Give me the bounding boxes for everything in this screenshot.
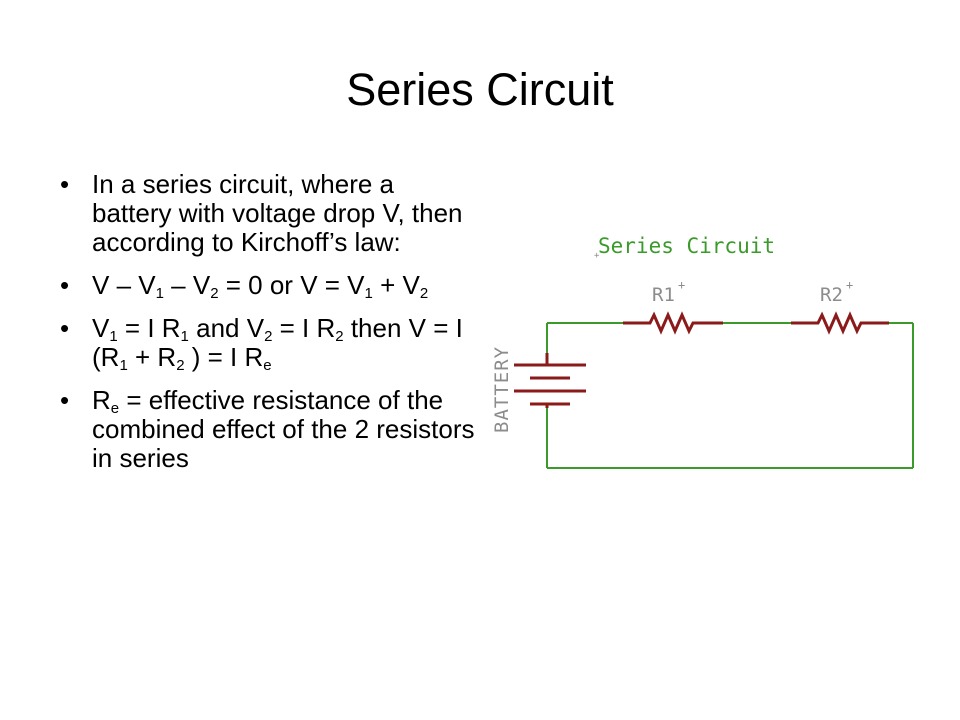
diagram-title: Series Circuit (598, 234, 775, 258)
bullet-text: + V (372, 270, 420, 300)
bullet-dot-icon: • (60, 313, 70, 343)
subscript: e (110, 400, 120, 417)
subscript: 2 (264, 328, 273, 345)
bullet-item: •V – V1 – V2 = 0 or V = V1 + V2 (60, 270, 480, 302)
bullet-text: In a series circuit, where a battery wit… (92, 169, 463, 257)
bullet-text: – V (163, 270, 211, 300)
battery-label: BATTERY (491, 346, 513, 433)
bullet-text: = 0 or V = V (218, 270, 365, 300)
subscript: 1 (180, 328, 189, 345)
bullet-text: R (92, 385, 111, 415)
bullet-dot-icon: • (60, 169, 70, 199)
diagram-title-plus: + (594, 251, 600, 261)
resistor-r1-plus: + (678, 278, 685, 292)
resistor-r2 (791, 311, 889, 335)
subscript: 2 (419, 285, 429, 302)
bullet-text: V (92, 313, 110, 343)
resistor-r2-plus: + (846, 278, 853, 292)
subscript: 2 (335, 328, 344, 345)
bullet-text: then V = I (R (92, 313, 463, 372)
bullet-item: •V1 = I R1 and V2 = I R2 then V = I (R1 … (60, 313, 480, 374)
battery-symbol (514, 353, 586, 408)
bullet-text: = I R (272, 313, 336, 343)
subscript: 2 (176, 357, 185, 374)
subscript: 1 (364, 285, 373, 302)
bullet-dot-icon: • (60, 385, 70, 415)
bullet-dot-icon: • (60, 270, 70, 300)
subscript: 2 (210, 285, 219, 302)
resistor-r1-label: R1 (652, 284, 675, 306)
bullet-item: • In a series circuit, where a battery wi… (60, 170, 480, 257)
circuit-wires (546, 322, 914, 469)
subscript: e (263, 357, 272, 374)
series-circuit-diagram: Series Circuit + R1 + R2 + BATTERY (491, 234, 914, 469)
bullet-list: • In a series circuit, where a battery wi… (60, 170, 480, 487)
bullet-text: and V (188, 313, 265, 343)
subscript: 1 (109, 328, 118, 345)
resistor-r2-label: R2 (820, 284, 843, 306)
resistor-r1 (623, 311, 723, 335)
bullet-item: • Re = effective resistance of the combin… (60, 386, 480, 473)
bullet-text: = effective resistance of the combined e… (92, 385, 475, 473)
bullet-text: V – V (92, 270, 156, 300)
slide-title: Series Circuit (346, 64, 614, 115)
bullet-text: = I R (117, 313, 181, 343)
bullet-text: + R (127, 342, 177, 372)
subscript: 1 (119, 357, 128, 374)
bullet-text: ) = I R (184, 342, 264, 372)
subscript: 1 (155, 285, 164, 302)
